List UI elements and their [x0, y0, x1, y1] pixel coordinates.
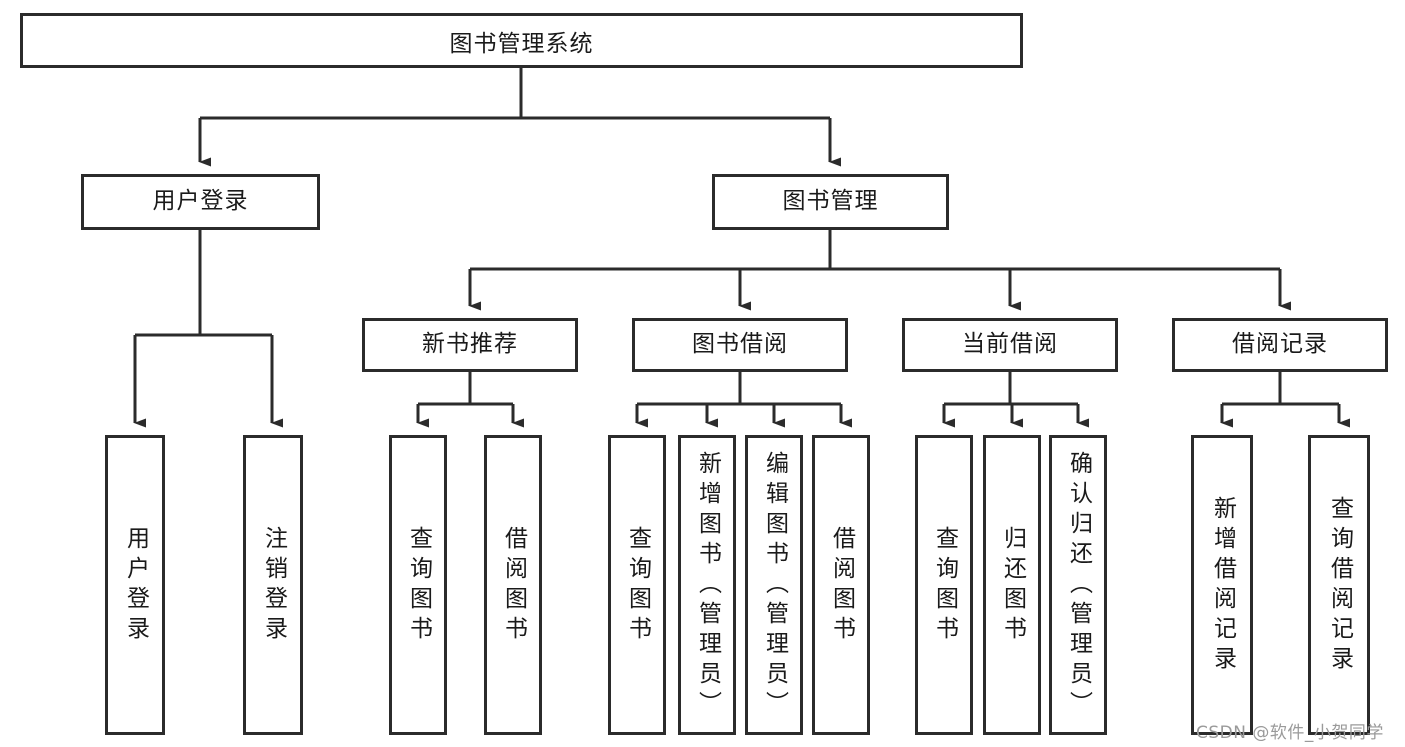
- csdn-watermark: CSDN @软件_小贺同学: [1196, 723, 1384, 743]
- leaf-return-book[interactable]: 归还图书: [983, 435, 1041, 735]
- leaf-add-borrow-record[interactable]: 新增借阅记录: [1191, 435, 1253, 735]
- node-book-borrow[interactable]: 图书借阅: [632, 318, 848, 372]
- node-current-borrow[interactable]: 当前借阅: [902, 318, 1118, 372]
- leaf-borrow-book-newbook[interactable]: 借阅图书: [484, 435, 542, 735]
- leaf-query-book-current[interactable]: 查询图书: [915, 435, 973, 735]
- leaf-confirm-return-admin[interactable]: 确认归还（管理员）: [1049, 435, 1107, 735]
- node-borrow-record[interactable]: 借阅记录: [1172, 318, 1388, 372]
- leaf-query-book-newbook[interactable]: 查询图书: [389, 435, 447, 735]
- leaf-add-book-admin[interactable]: 新增图书（管理员）: [678, 435, 736, 735]
- leaf-borrow-book[interactable]: 借阅图书: [812, 435, 870, 735]
- leaf-query-book-borrow[interactable]: 查询图书: [608, 435, 666, 735]
- node-book-management[interactable]: 图书管理: [712, 174, 949, 230]
- node-root[interactable]: 图书管理系统: [20, 13, 1023, 68]
- leaf-query-borrow-record[interactable]: 查询借阅记录: [1308, 435, 1370, 735]
- leaf-edit-book-admin[interactable]: 编辑图书（管理员）: [745, 435, 803, 735]
- leaf-user-login[interactable]: 用户登录: [105, 435, 165, 735]
- node-user-login[interactable]: 用户登录: [81, 174, 320, 230]
- node-new-book-recommend[interactable]: 新书推荐: [362, 318, 578, 372]
- leaf-logout-login[interactable]: 注销登录: [243, 435, 303, 735]
